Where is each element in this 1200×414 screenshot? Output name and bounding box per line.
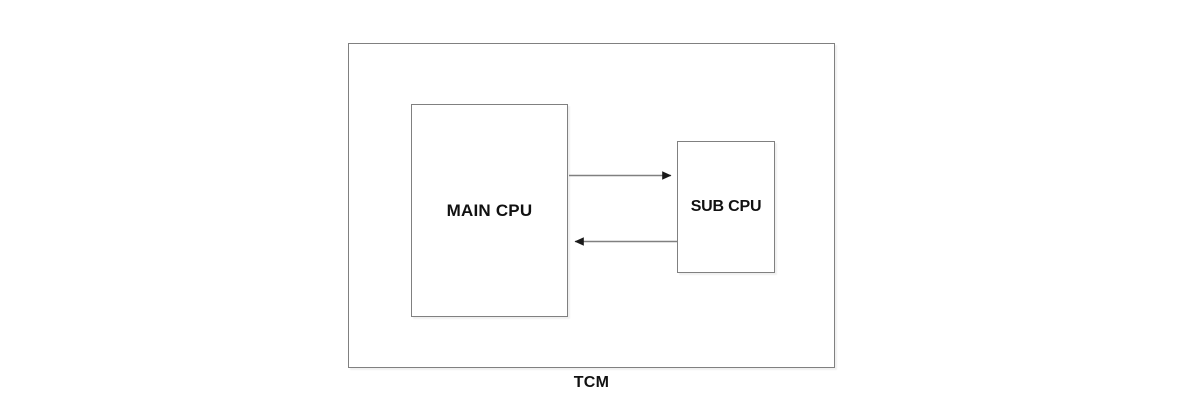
sub-cpu-block: SUB CPU <box>677 141 775 273</box>
tcm-caption-label: TCM <box>573 374 610 391</box>
main-cpu-block: MAIN CPU <box>411 104 568 317</box>
main-cpu-label: MAIN CPU <box>446 200 533 220</box>
sub-cpu-label: SUB CPU <box>690 198 762 215</box>
